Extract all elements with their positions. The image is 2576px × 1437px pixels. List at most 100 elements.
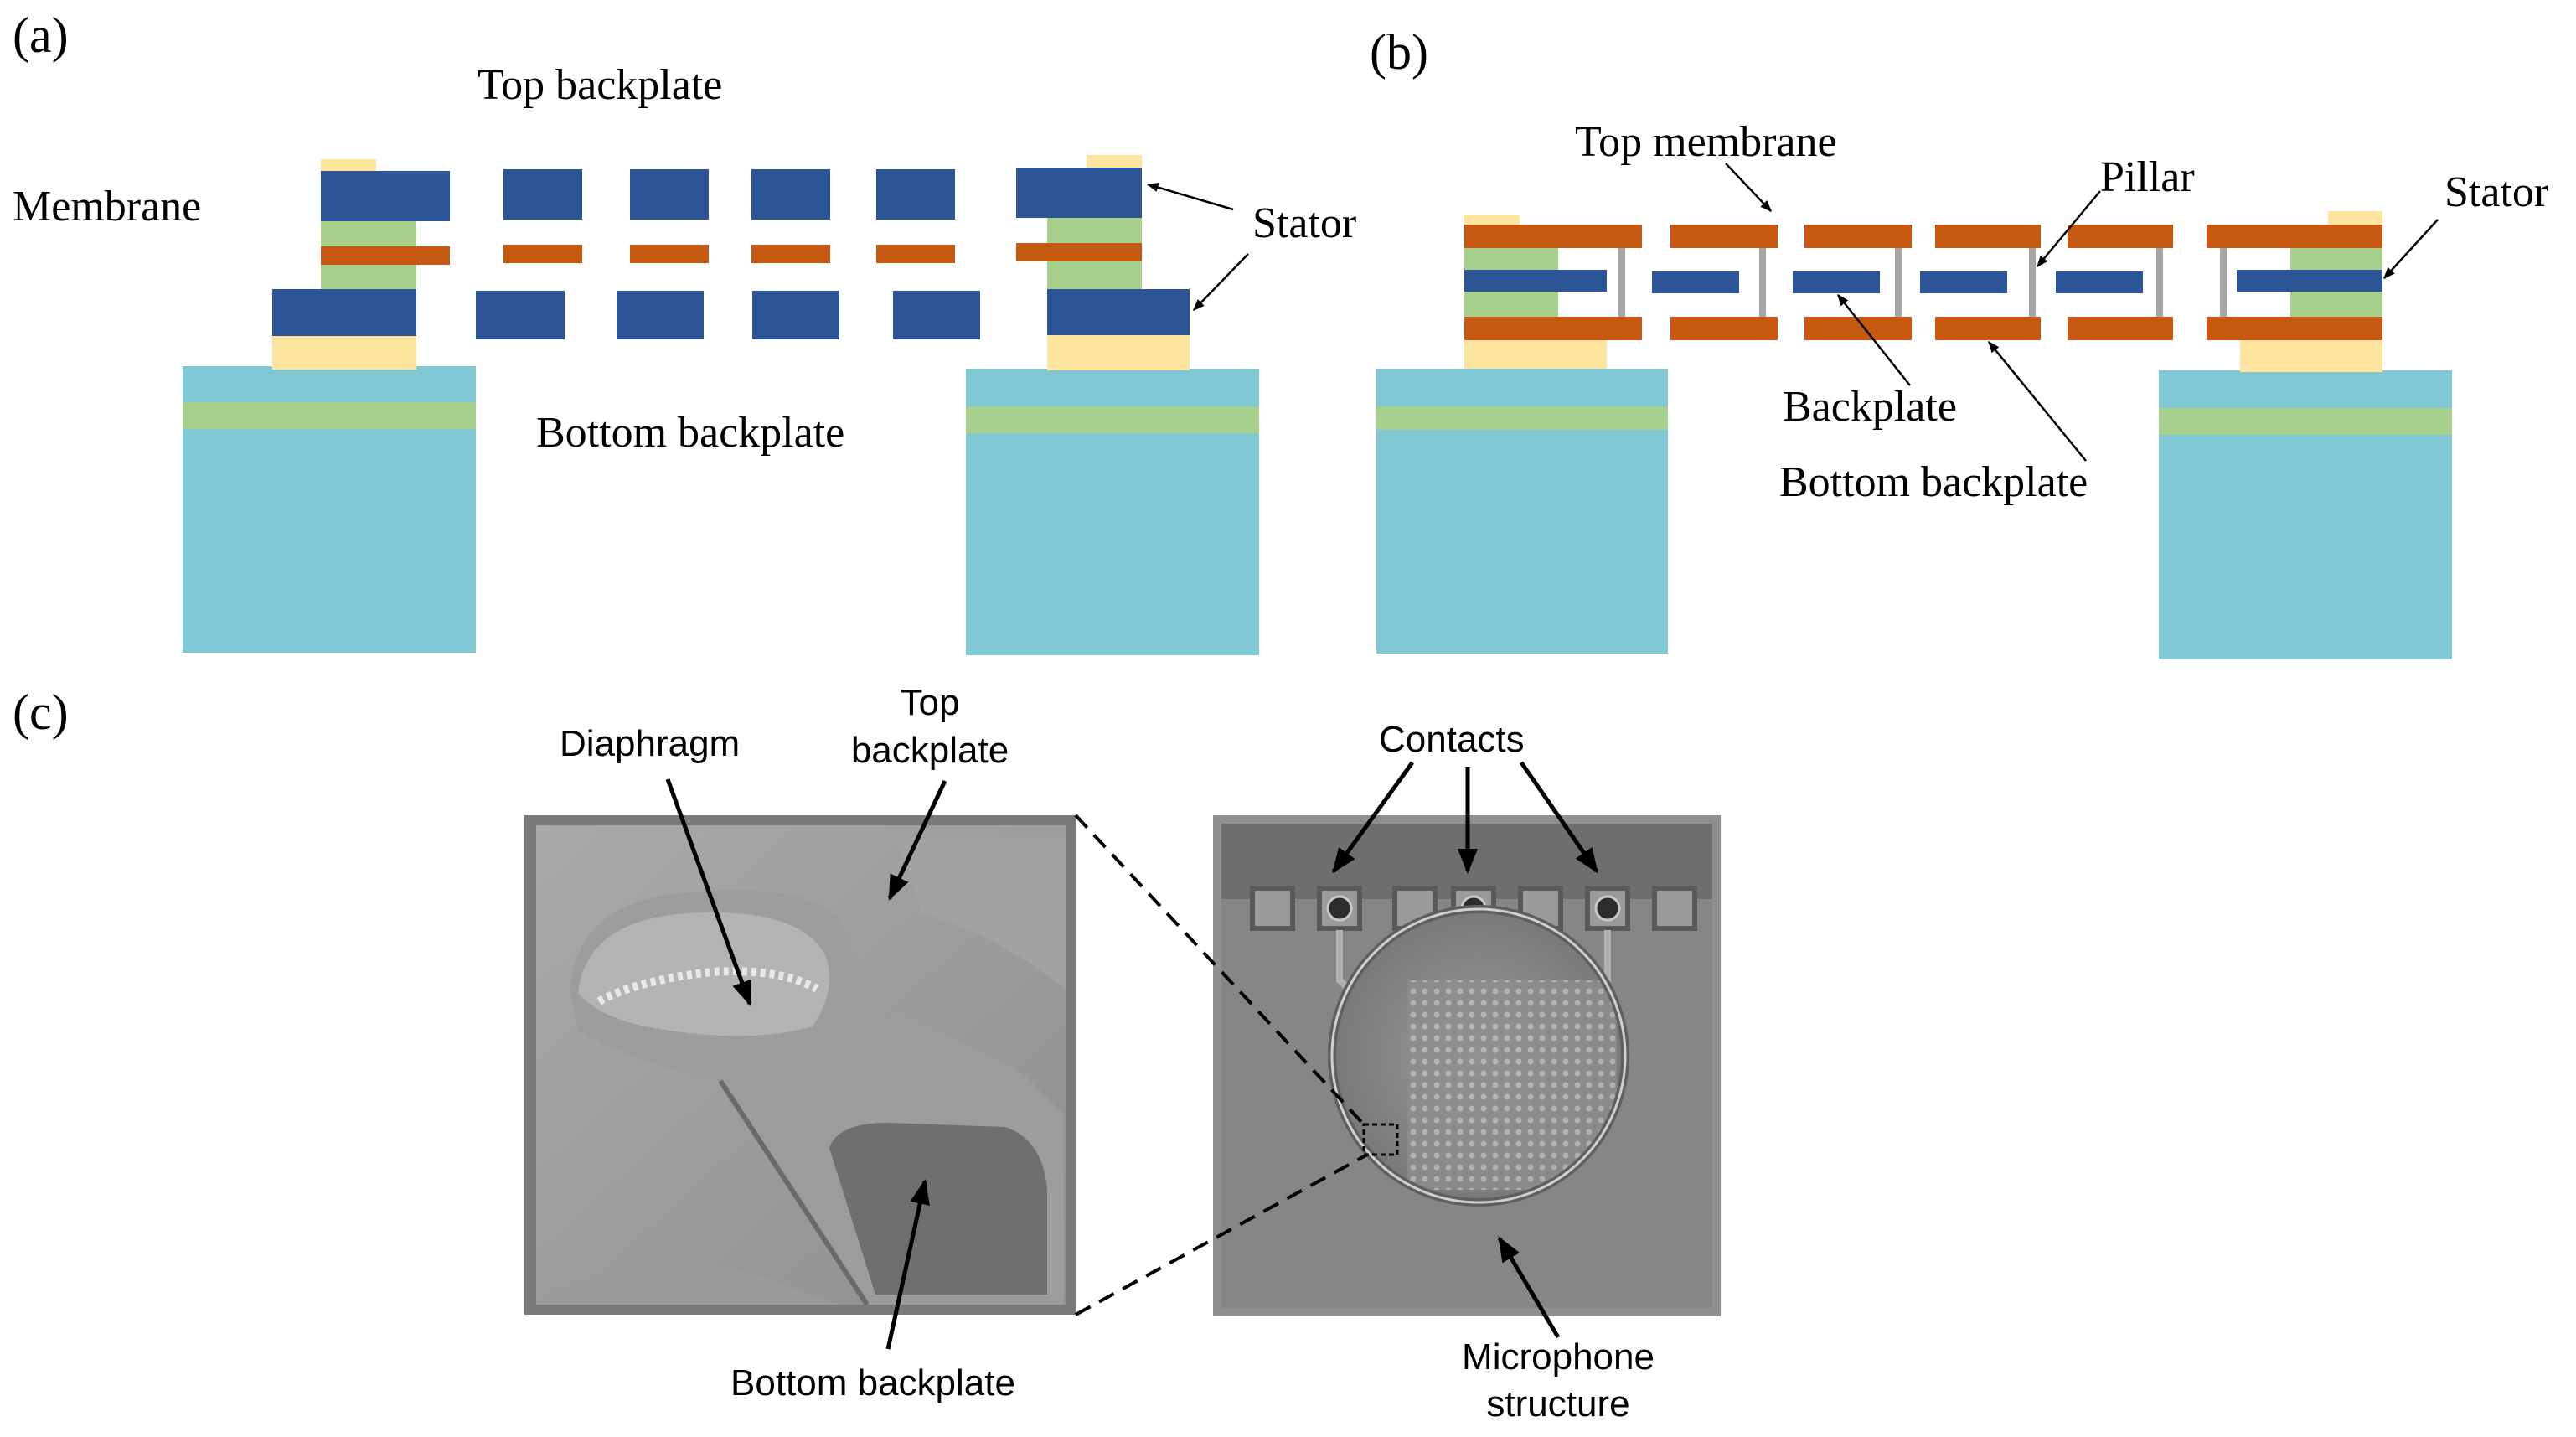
oxide-right — [966, 406, 1259, 433]
arrow-contact-right — [1519, 761, 1599, 874]
oxide-right-b — [2159, 408, 2452, 435]
pad-left-top — [321, 159, 376, 173]
bottom-membrane-segments — [1670, 317, 2173, 340]
sem-diaphragm — [578, 912, 829, 1036]
pillar — [1759, 248, 1766, 317]
label-pillar-b: Pillar — [2100, 153, 2195, 201]
contact-pad — [1652, 886, 1697, 931]
bottom-membrane-anchor-left — [1464, 317, 1642, 340]
arrow-stator-b — [2383, 219, 2439, 280]
bottom-membrane-segment — [1670, 317, 1778, 340]
oxide-left — [183, 402, 476, 429]
bottom-membrane-segment — [1935, 317, 2041, 340]
label-top-membrane-b: Top membrane — [1575, 118, 1837, 166]
oxide-anchor-right-1 — [1047, 218, 1142, 243]
top-backplate-anchor-left — [321, 171, 450, 221]
oxide-anchor-left-b2 — [1464, 292, 1558, 317]
contact-bump — [1594, 895, 1621, 922]
backplate-segments — [1652, 271, 2143, 293]
backplate-segment — [2056, 271, 2143, 293]
backplate-segment — [1652, 271, 1739, 293]
bottom-backplate-segment — [476, 291, 565, 339]
oxide-anchor-right-b2 — [2290, 292, 2382, 317]
sem-step-edge — [718, 1079, 870, 1306]
pillar — [1618, 248, 1625, 317]
oxide-anchor-left-2 — [321, 265, 416, 290]
pad-right-bottom-b — [2240, 340, 2382, 372]
pillar — [1895, 248, 1902, 317]
top-backplate-segment — [503, 169, 582, 220]
label-bottom-backplate-b: Bottom backplate — [1779, 458, 2088, 506]
sem-image-zoom — [524, 815, 1076, 1315]
oxide-anchor-left-b1 — [1464, 248, 1558, 270]
label-top-backplate-c-line2: backplate — [851, 730, 1009, 771]
contact-bump — [1326, 895, 1353, 922]
top-membrane-segments — [1670, 225, 2173, 248]
membrane-anchor-left — [321, 246, 450, 265]
bottom-backplate-segment — [617, 291, 704, 339]
panel-a-label: (a) — [13, 8, 69, 63]
arrow-stator-a-upper — [1146, 183, 1234, 211]
bottom-backplate-segment — [752, 291, 839, 339]
bottom-membrane-anchor-right — [2207, 317, 2382, 340]
label-backplate-b: Backplate — [1783, 383, 1957, 431]
pad-left-top-b — [1464, 215, 1520, 225]
arrow-pillar-b — [2037, 190, 2101, 268]
arrow-backplate-b — [1837, 293, 1911, 386]
backplate-segment — [1920, 271, 2007, 293]
label-top-backplate-c-line1: Top — [901, 682, 960, 723]
top-backplate-segment — [876, 169, 955, 220]
panel-c: (c) — [13, 682, 1721, 1424]
label-membrane-a: Membrane — [13, 183, 201, 230]
pad-left-bottom — [272, 336, 416, 370]
bottom-membrane-segment — [2068, 317, 2173, 340]
oxide-left-b — [1376, 406, 1668, 430]
oxide-anchor-right-2 — [1047, 261, 1142, 291]
pillar — [2220, 248, 2227, 317]
membrane-segment — [503, 245, 582, 263]
top-backplate-segment — [630, 169, 709, 220]
membrane-segments — [503, 245, 955, 263]
sem-top-backplate-region — [896, 838, 1066, 989]
arrow-contact-left — [1331, 761, 1415, 874]
sem-bottom-backplate — [829, 1123, 1047, 1295]
label-microphone-c-line1: Microphone — [1462, 1336, 1655, 1378]
pad-right-bottom — [1047, 335, 1190, 370]
label-bottom-backplate-a: Bottom backplate — [536, 409, 844, 457]
top-membrane-anchor-right — [2207, 225, 2382, 248]
zoom-connector-bottom — [1075, 1153, 1368, 1316]
arrow-bottom-backplate-c — [885, 1179, 930, 1350]
zoom-region-box — [1362, 1123, 1399, 1156]
panel-c-label: (c) — [13, 685, 69, 740]
pillars — [1618, 248, 2227, 317]
pillar — [2029, 248, 2036, 317]
arrow-microphone-c — [1497, 1236, 1561, 1339]
arrow-diaphragm-c — [665, 778, 752, 1006]
pad-left-bottom-b — [1464, 340, 1607, 369]
contact-pad — [1317, 886, 1362, 931]
contact-pad — [1250, 886, 1295, 931]
sem-diaphragm-edge — [596, 967, 819, 1005]
bottom-backplate-anchor-right — [1047, 289, 1190, 335]
oxide-anchor-right-b1 — [2290, 248, 2382, 270]
top-backplate-segments — [503, 169, 955, 220]
membrane-segment — [630, 245, 709, 263]
label-diaphragm-c: Diaphragm — [560, 723, 740, 764]
bottom-backplate-segments — [476, 291, 980, 339]
panel-b-label: (b) — [1370, 24, 1428, 80]
top-backplate-anchor-right — [1016, 168, 1142, 218]
membrane-anchor-right — [1016, 243, 1142, 261]
label-contacts-c: Contacts — [1379, 719, 1525, 760]
label-top-backplate-a: Top backplate — [478, 61, 722, 109]
bottom-backplate-anchor-left — [272, 289, 416, 336]
label-bottom-backplate-c: Bottom backplate — [730, 1362, 1015, 1403]
stator-anchor-left — [1464, 270, 1607, 292]
pillar — [2156, 248, 2163, 317]
stator-anchor-right — [2237, 270, 2382, 292]
arrow-top-backplate-c — [887, 779, 947, 901]
top-membrane-segment — [1804, 225, 1912, 248]
bottom-backplate-segment — [893, 291, 980, 339]
top-backplate-segment — [751, 169, 830, 220]
label-microphone-c-line2: structure — [1486, 1383, 1629, 1424]
arrow-top-membrane-b — [1725, 163, 1772, 213]
